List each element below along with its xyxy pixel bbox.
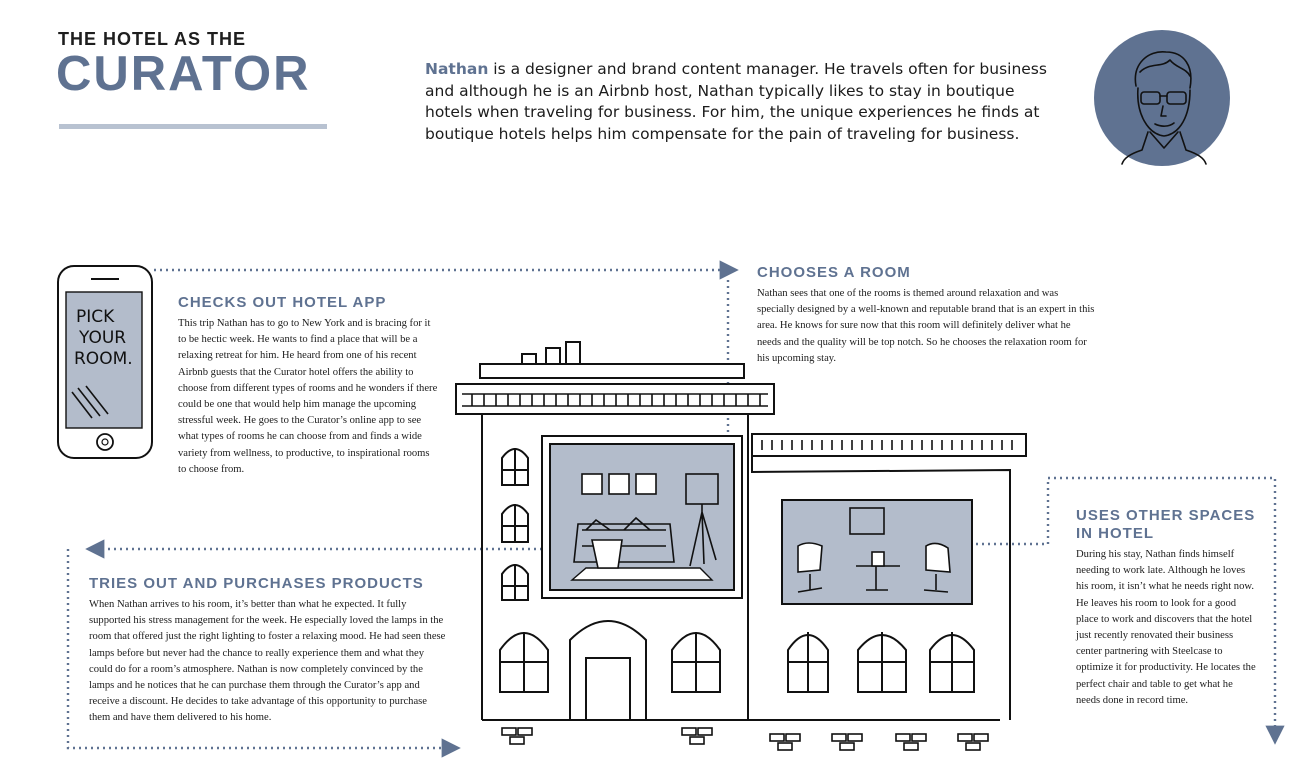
title-underline	[59, 124, 327, 129]
page-kicker: THE HOTEL AS THE	[58, 29, 247, 49]
person-portrait-icon	[1094, 30, 1230, 166]
phone-icon: PICK YOUR ROOM.	[57, 265, 153, 459]
line-products-bottom	[66, 549, 461, 758]
hotel-building-illustration	[455, 341, 1027, 751]
section-text: When Nathan arrives to his room, it’s be…	[89, 599, 446, 724]
section-heading: TRIES OUT AND PURCHASES PRODUCTS	[89, 575, 424, 592]
intro-paragraph: Nathan is a designer and brand content m…	[425, 59, 1065, 145]
section-checks-out-app: CHECKS OUT HOTEL APP This trip Nathan ha…	[178, 294, 440, 478]
section-heading: USES OTHER SPACES IN HOTEL	[1076, 507, 1256, 542]
section-heading: CHOOSES A ROOM	[757, 264, 911, 281]
phone-screen-line2: YOUR	[78, 328, 126, 348]
line-to-spaces	[976, 476, 1285, 745]
phone-screen-line1: PICK	[76, 307, 115, 327]
section-text: This trip Nathan has to go to New York a…	[178, 318, 438, 475]
intro-text: is a designer and brand content manager.…	[425, 60, 1047, 143]
section-text: Nathan sees that one of the rooms is the…	[757, 288, 1095, 364]
page-title: CURATOR	[56, 47, 311, 101]
section-chooses-room: CHOOSES A ROOM Nathan sees that one of t…	[757, 264, 1097, 367]
section-heading: CHECKS OUT HOTEL APP	[178, 294, 387, 311]
section-uses-other-spaces: USES OTHER SPACES IN HOTEL During his st…	[1076, 507, 1256, 709]
section-text: During his stay, Nathan finds himself ne…	[1076, 549, 1256, 706]
section-purchases-products: TRIES OUT AND PURCHASES PRODUCTS When Na…	[89, 575, 449, 727]
persona-name: Nathan	[425, 60, 489, 78]
phone-screen-line3: ROOM.	[74, 349, 133, 369]
